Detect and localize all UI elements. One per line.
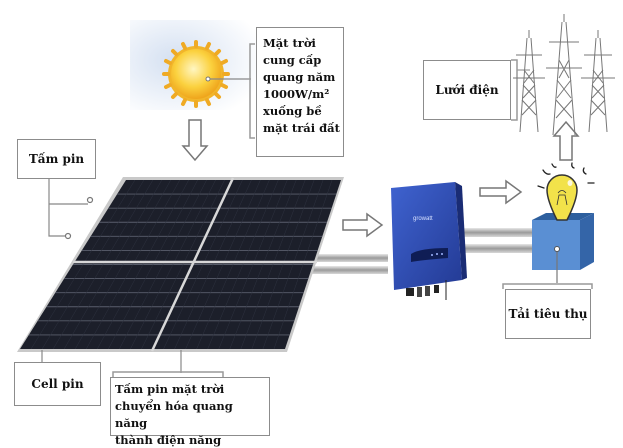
- sun-note-line: Mặt trời: [263, 36, 316, 50]
- load-box-icon: [532, 213, 594, 270]
- panel-cell-col-line: [229, 179, 297, 350]
- cable-panel-to-inverter: [285, 254, 388, 274]
- arrow-down-icon: [181, 119, 209, 162]
- grid-note-bracket: [511, 59, 518, 121]
- load-label: Tải tiêu thụ: [508, 307, 588, 321]
- sun-note-line: cung cấp: [263, 53, 322, 67]
- panel-cell-col-line: [240, 179, 306, 350]
- power-tower-icon: [513, 30, 545, 133]
- cell-label: Cell pin: [31, 377, 84, 391]
- panel-cell-col-line: [218, 179, 288, 350]
- panel-note-bracket: [112, 371, 224, 377]
- panel-cell-col-line: [163, 179, 243, 350]
- inverter-brand: growatt: [413, 216, 433, 222]
- panel-label-box: Tấm pin: [17, 139, 96, 179]
- sun-note-bracket: [249, 43, 255, 139]
- panel-cell-col-line: [108, 179, 198, 350]
- panel-note-line: Tấm pin mặt trời: [115, 382, 225, 396]
- load-label-box: Tải tiêu thụ: [505, 289, 591, 339]
- panel-cell-col-line: [52, 179, 154, 350]
- sun-note-line: mặt trái đất: [263, 121, 340, 135]
- panel-label: Tấm pin: [28, 152, 85, 166]
- grid-label-box: Lưới điện: [423, 60, 511, 120]
- panel-cell-col-line: [185, 179, 261, 350]
- solar-panel-icon: [17, 177, 344, 352]
- sun-note-line: quang năm: [263, 70, 336, 84]
- panel-cell-col-line: [86, 179, 180, 350]
- panel-cell-col-line: [251, 179, 315, 350]
- panel-cell-col-line: [119, 179, 207, 350]
- panel-connector-line: [48, 178, 88, 237]
- sun-icon: [162, 40, 230, 108]
- panel-cell-col-line: [174, 179, 252, 350]
- connector-dot: [86, 196, 94, 204]
- sun-note-box: Mặt trời cung cấp quang năm 1000W/m² xuố…: [256, 27, 344, 157]
- panel-cell-col-line: [196, 179, 270, 350]
- power-tower-icon: [581, 30, 615, 133]
- panel-cell-col-line: [63, 179, 163, 350]
- panel-cell-col-line: [130, 179, 216, 350]
- cable-inverter-to-load: [460, 228, 540, 253]
- power-tower-icon: [546, 14, 582, 136]
- panel-cell-col-line: [97, 179, 189, 350]
- arrow-up-icon: [552, 120, 580, 161]
- panel-note-line: chuyển hóa quang năng: [115, 399, 233, 430]
- panel-cell-col-line: [30, 179, 136, 350]
- grid-label: Lưới điện: [435, 83, 499, 97]
- panel-note-box: Tấm pin mặt trời chuyển hóa quang năng t…: [110, 377, 270, 447]
- sun-note-line: 1000W/m²: [263, 87, 330, 101]
- connector-dot: [554, 246, 560, 252]
- sun-note-line: xuống bề: [263, 104, 322, 118]
- panel-cell-col-line: [141, 179, 225, 350]
- cell-label-box: Cell pin: [14, 362, 101, 406]
- panel-cell-col-line: [262, 179, 324, 350]
- inverter-icon: [391, 182, 467, 300]
- panel-cell-col-line: [273, 179, 333, 350]
- load-note-bracket: [502, 283, 593, 289]
- arrow-right-icon: [342, 212, 384, 238]
- connector-dot: [64, 232, 72, 240]
- panel-cell-col-line: [74, 179, 172, 350]
- panel-cell-col-line: [207, 179, 279, 350]
- connector-dot: [205, 76, 211, 82]
- panel-note-line: thành điện năng: [115, 433, 222, 447]
- panel-cell-col-line: [41, 179, 145, 350]
- arrow-right-icon: [479, 179, 523, 205]
- light-bulb-icon: [537, 162, 595, 221]
